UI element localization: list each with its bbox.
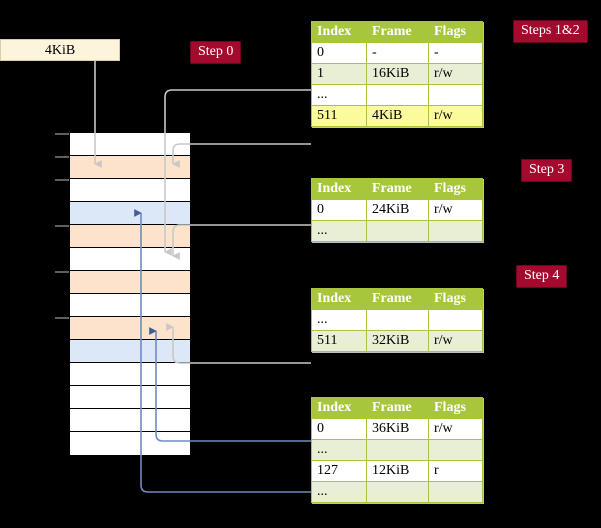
cell-index: 127 (311, 460, 367, 482)
cell-flags: - (428, 42, 483, 64)
cell-frame: 16KiB (366, 63, 429, 85)
column-header-frame: Frame (366, 288, 429, 310)
memory-tick-2 (55, 179, 69, 181)
cell-flags (428, 481, 483, 503)
memory-tick-4 (55, 225, 69, 227)
cell-frame: 12KiB (366, 460, 429, 482)
memory-row-13 (70, 432, 190, 455)
cell-flags: r/w (428, 199, 483, 221)
cell-flags (428, 439, 483, 461)
memory-row-10 (70, 363, 190, 386)
column-header-flags: Flags (428, 21, 483, 43)
column-header-flags: Flags (428, 178, 483, 200)
table-row: 0-- (311, 42, 483, 64)
memory-row-11 (70, 386, 190, 409)
cell-index: 0 (311, 199, 367, 221)
cell-flags (428, 84, 483, 106)
cell-flags: r/w (428, 330, 483, 352)
memory-tick-0 (55, 133, 69, 135)
step-badge-steps-1-2: Steps 1&2 (513, 20, 588, 43)
cell-frame: 36KiB (366, 418, 429, 440)
memory-row-6 (70, 271, 190, 294)
cell-flags (428, 220, 483, 242)
cell-flags: r (428, 460, 483, 482)
cell-frame (366, 481, 429, 503)
step-badge-step-0: Step 0 (190, 41, 242, 64)
memory-row-5 (70, 248, 190, 271)
cell-flags: r/w (428, 63, 483, 85)
memory-row-12 (70, 409, 190, 432)
column-header-index: Index (311, 21, 367, 43)
table-row: ... (311, 309, 483, 331)
memory-row-3 (70, 202, 190, 225)
cell-frame: 32KiB (366, 330, 429, 352)
column-header-frame: Frame (366, 397, 429, 419)
memory-tick-1 (55, 156, 69, 158)
table-row: ... (311, 439, 483, 461)
cell-index: ... (311, 220, 367, 242)
cell-frame: 4KiB (366, 105, 429, 127)
cell-index: 1 (311, 63, 367, 85)
connector-step12-table1-4kib (172, 143, 311, 168)
memory-row-1 (70, 156, 190, 179)
cell-index: 511 (311, 330, 367, 352)
table-row: ... (311, 481, 483, 503)
cell-index: ... (311, 84, 367, 106)
cell-frame: 24KiB (366, 199, 429, 221)
cell-index: 0 (311, 418, 367, 440)
cell-index: 511 (311, 105, 367, 127)
memory-row-4 (70, 225, 190, 248)
column-header-index: Index (311, 178, 367, 200)
column-header-frame: Frame (366, 178, 429, 200)
cell-flags (428, 309, 483, 331)
connector-step4-table3-32kib (166, 323, 311, 364)
cell-index: ... (311, 481, 367, 503)
memory-row-7 (70, 294, 190, 317)
cell-frame (366, 220, 429, 242)
column-header-index: Index (311, 288, 367, 310)
table-row: ... (311, 220, 483, 242)
cell-frame (366, 439, 429, 461)
cell-frame (366, 84, 429, 106)
table-row: ... (311, 84, 483, 106)
column-header-index: Index (311, 397, 367, 419)
connector-step3-table2-24kib (172, 224, 311, 260)
cell-frame (366, 309, 429, 331)
memory-row-9 (70, 340, 190, 363)
step-badge-step-3: Step 3 (521, 159, 573, 182)
cell-index: ... (311, 439, 367, 461)
source-box-4kib: 4KiB (0, 39, 120, 61)
memory-row-8 (70, 317, 190, 340)
memory-row-2 (70, 179, 190, 202)
step-badge-step-4: Step 4 (516, 265, 568, 288)
cell-index: 0 (311, 42, 367, 64)
column-header-flags: Flags (428, 288, 483, 310)
cell-flags: r/w (428, 105, 483, 127)
memory-tick-8 (55, 317, 69, 319)
memory-row-0 (70, 133, 190, 156)
cell-flags: r/w (428, 418, 483, 440)
column-header-flags: Flags (428, 397, 483, 419)
cell-index: ... (311, 309, 367, 331)
memory-tick-6 (55, 271, 69, 273)
cell-frame: - (366, 42, 429, 64)
column-header-frame: Frame (366, 21, 429, 43)
